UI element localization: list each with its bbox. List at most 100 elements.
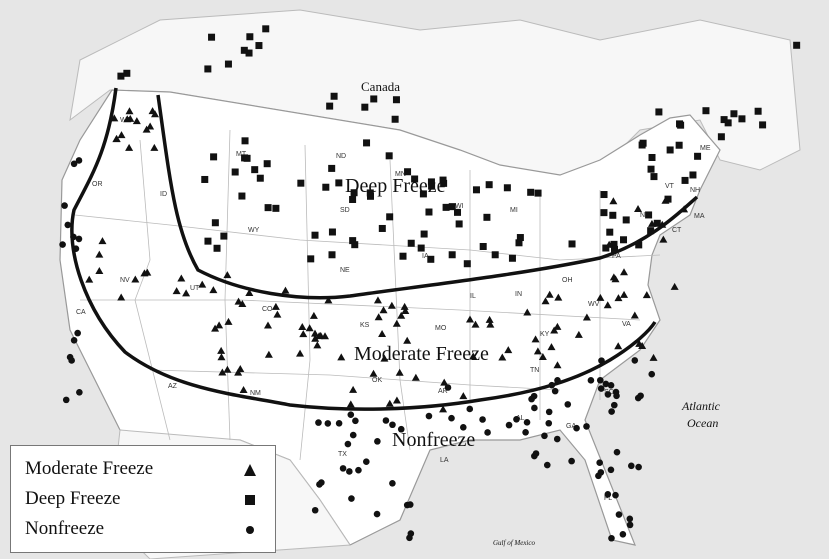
nonfreeze-marker [583, 423, 590, 430]
moderate-freeze-marker [603, 301, 612, 309]
moderate-freeze-marker [299, 330, 308, 338]
deep-freeze-marker [238, 192, 246, 200]
deep-freeze-marker [515, 239, 523, 247]
deep-freeze-marker [204, 237, 212, 245]
nonfreeze-marker [448, 414, 455, 422]
nonfreeze-marker [530, 392, 538, 400]
moderate-freeze-marker [574, 330, 583, 338]
nonfreeze-marker [316, 481, 323, 488]
nonfreeze-marker [564, 401, 572, 408]
deep-freeze-marker [213, 244, 221, 252]
moderate-freeze-marker [400, 302, 409, 310]
nonfreeze-marker [479, 416, 486, 423]
state-label-la: LA [440, 457, 449, 464]
moderate-freeze-marker [466, 315, 475, 323]
moderate-freeze-marker [471, 320, 480, 328]
moderate-freeze-marker [131, 275, 140, 283]
moderate-freeze-marker [218, 368, 227, 376]
state-label-tn: TN [530, 367, 539, 374]
deep-freeze-marker [793, 41, 801, 49]
deep-freeze-marker [483, 213, 491, 221]
nonfreeze-marker [397, 425, 405, 433]
atlantic-ocean-label-line1: Atlantic [681, 399, 721, 413]
moderate-freeze-marker [132, 117, 141, 125]
moderate-freeze-marker [387, 301, 396, 309]
deep-freeze-marker [311, 231, 319, 239]
deep-freeze-marker [419, 190, 427, 198]
state-label-ut: UT [190, 285, 200, 292]
deep-freeze-marker [664, 195, 672, 203]
moderate-freeze-marker [239, 385, 248, 393]
deep-freeze-marker [328, 164, 336, 172]
moderate-freeze-marker [411, 373, 420, 381]
deep-freeze-marker [349, 237, 357, 245]
deep-freeze-left-boundary [156, 94, 699, 300]
moderate-freeze-marker [315, 332, 324, 340]
deep-freeze-marker [211, 219, 219, 227]
nonfreeze-marker [626, 521, 634, 529]
nonfreeze-marker [597, 385, 605, 392]
state-label-nd: ND [336, 153, 346, 160]
moderate-freeze-marker [498, 353, 507, 361]
deep-freeze-marker [702, 107, 710, 115]
moderate-freeze-marker [85, 275, 94, 283]
deep-freeze-marker [210, 153, 218, 161]
nonfreeze-marker [532, 450, 540, 457]
deep-freeze-marker [677, 121, 685, 129]
state-label-ar: AR [438, 388, 448, 395]
square-icon [243, 493, 257, 507]
deep-freeze-marker [681, 176, 689, 184]
moderate-freeze-marker [234, 368, 243, 376]
moderate-freeze-marker [378, 329, 387, 337]
deep-freeze-marker [262, 25, 270, 33]
moderate-freeze-marker [217, 353, 226, 361]
nonfreeze-marker [382, 417, 390, 424]
moderate-freeze-marker [670, 282, 679, 290]
moderate-freeze-marker [620, 268, 629, 276]
moderate-freeze-marker [311, 329, 320, 337]
nonfreeze-marker [626, 515, 634, 523]
moderate-freeze-marker [379, 306, 388, 314]
deep-freeze-marker [350, 189, 358, 197]
deep-freeze-marker [411, 175, 419, 183]
nonfreeze-marker [613, 392, 620, 400]
deep-freeze-marker [606, 228, 614, 236]
nonfreeze-marker [459, 424, 467, 431]
state-label-al: AL [516, 415, 525, 422]
state-label-wy: WY [248, 227, 260, 234]
moderate-freeze-marker [143, 268, 152, 276]
nonfreeze-marker [348, 495, 355, 502]
nonfreeze-marker [608, 408, 615, 415]
nonfreeze-marker [339, 465, 347, 472]
nonfreeze-marker [619, 530, 627, 538]
nonfreeze-marker [631, 357, 639, 364]
state-label-ma: MA [694, 213, 705, 220]
deep-freeze-marker [240, 46, 248, 54]
nonfreeze-marker [505, 421, 513, 429]
deep-freeze-marker [648, 153, 656, 161]
moderate-freeze-marker [553, 322, 562, 330]
nonfreeze-marker [522, 429, 529, 436]
moderate-freeze-marker [638, 341, 647, 349]
nonfreeze-marker [344, 440, 352, 448]
moderate-freeze-marker [523, 308, 532, 316]
nonfreeze-marker [587, 377, 595, 384]
deep-freeze-marker [326, 102, 334, 110]
legend: Moderate Freeze Deep Freeze Nonfreeze [10, 445, 276, 553]
deep-freeze-marker [391, 115, 399, 123]
moderate-freeze-marker [117, 293, 126, 301]
deep-freeze-marker [361, 103, 369, 111]
nonfreeze-marker [347, 411, 355, 418]
moderate-freeze-marker [209, 286, 218, 294]
moderate-freeze-marker [504, 346, 513, 354]
nonfreeze-marker [607, 466, 615, 474]
state-label-ga: GA [566, 423, 576, 430]
deep-freeze-marker [428, 182, 436, 190]
deep-freeze-marker [328, 228, 336, 236]
state-label-ny: NY [640, 212, 650, 219]
deep-freeze-marker [255, 42, 263, 50]
moderate-freeze-marker [123, 115, 132, 123]
deep-freeze-marker [123, 69, 131, 77]
nonfreeze-marker [374, 438, 381, 445]
moderate-freeze-marker [125, 107, 134, 115]
